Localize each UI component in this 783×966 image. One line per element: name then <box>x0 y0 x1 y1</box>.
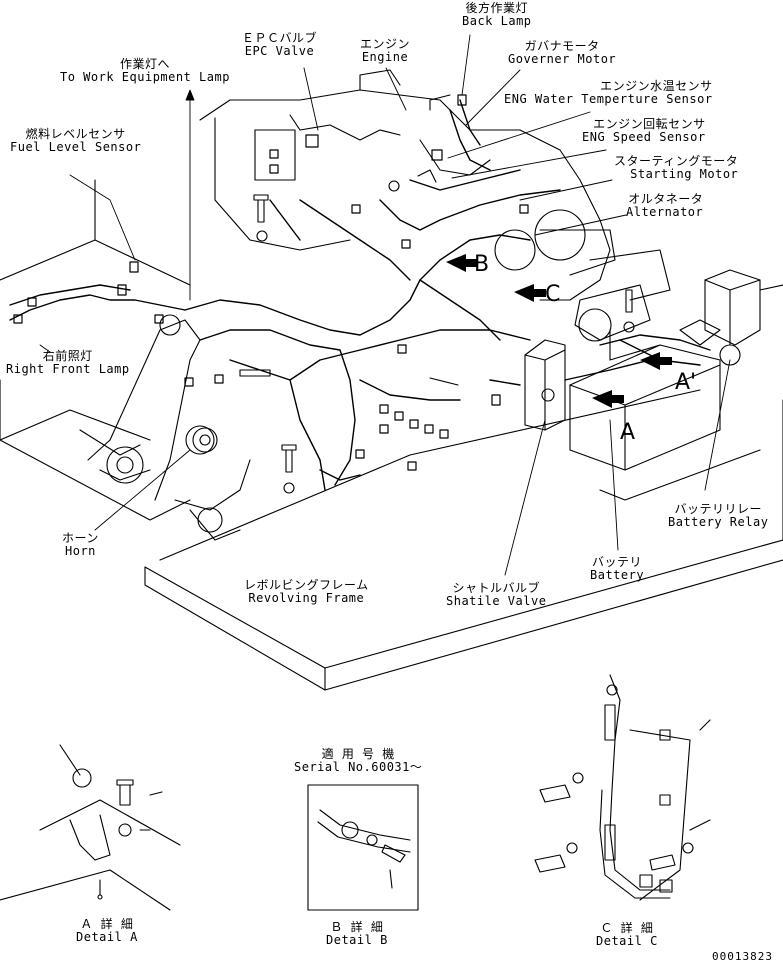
connectors-drawing <box>13 94 529 471</box>
alternator-drawing <box>494 209 671 342</box>
callout-a: A <box>620 420 636 445</box>
battery-drawing <box>569 329 761 501</box>
drawing-number: 00013823 <box>712 950 773 963</box>
callout-c: C <box>545 282 561 307</box>
left-deck-drawing <box>0 179 191 521</box>
boom-foot-drawing <box>87 314 251 541</box>
callout-arrows <box>446 254 672 408</box>
shuttle-valve-drawing <box>524 339 566 431</box>
callout-b: B <box>474 252 490 277</box>
revolving-frame-drawing <box>144 389 783 691</box>
leader-lines <box>39 34 731 576</box>
engine-drawing <box>199 69 611 301</box>
detail-c-drawing <box>534 674 711 901</box>
battery-relay-drawing <box>679 269 783 366</box>
detail-a-drawing <box>0 744 181 911</box>
bolts-drawing <box>239 169 635 494</box>
horn-drawing <box>185 425 215 455</box>
detail-b-drawing <box>307 784 419 911</box>
callout-a-prime: A' <box>675 370 697 395</box>
wiring-harness-drawing <box>9 99 711 491</box>
